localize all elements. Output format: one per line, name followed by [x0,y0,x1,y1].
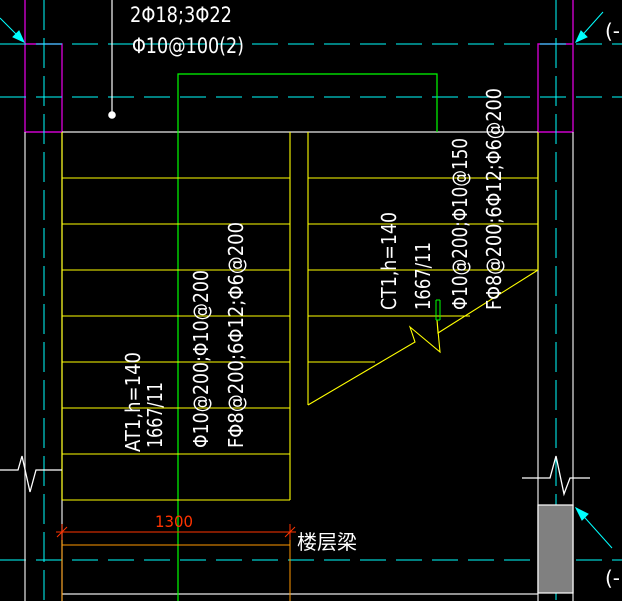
ct1-label-line2: 1667/11 [411,242,435,310]
at1-annotation: AT1,h=140 1667/11 Φ10@200;Φ10@200 FΦ8@20… [121,222,248,452]
beam-label-line1: 2Φ18;3Φ22 [130,3,232,27]
dimension-1300 [56,524,296,540]
at1-label-line1: AT1,h=140 [121,352,145,452]
floor-beam-label: 楼层梁 [297,530,357,554]
beam-label-line2: Φ10@100(2) [132,34,244,58]
break-line-icon-right [522,455,590,497]
leader-arrow-icon-top-right-head [574,30,588,44]
leader-arrow-icon-top-left-head [12,30,26,44]
column-fill [537,504,574,594]
break-line-icon [0,455,590,497]
at1-label-line4: FΦ8@200;6Φ12;Φ6@200 [224,222,248,448]
leader-arrow-icon-bottom-right-head [574,506,589,521]
ct1-annotation: CT1,h=140 1667/11 Φ10@200;Φ10@150 FΦ8@20… [377,88,506,310]
beam-right-outline [537,0,574,133]
beam-outlines [24,0,574,133]
edge-mark-bottom-right: (- [605,566,620,590]
ct1-label-line3: Φ10@200;Φ10@150 [448,138,472,310]
leader-arrow-icon [0,11,613,549]
ct1-label-line1: CT1,h=140 [377,212,401,310]
leader-dot-icon [108,111,116,119]
break-line-icon-left [0,455,62,493]
landing-box [61,530,291,601]
green-frame [177,73,438,601]
stair-ct1 [307,132,539,406]
green-grid [177,73,438,601]
dimension-value: 1300 [155,512,193,531]
beam-leader [108,0,116,119]
beam-left-outline [24,0,63,133]
axis-lines [43,0,557,601]
centerlines [0,43,622,561]
ct1-diagonal-break-line [307,269,539,406]
stair-at1 [61,132,291,501]
ct1-break-green [435,299,441,321]
at1-label-line3: Φ10@200;Φ10@200 [189,270,213,448]
ct1-label-line4: FΦ8@200;6Φ12;Φ6@200 [482,88,506,310]
at1-label-line2: 1667/11 [143,382,167,448]
edge-mark-top-right: (- [605,19,620,43]
